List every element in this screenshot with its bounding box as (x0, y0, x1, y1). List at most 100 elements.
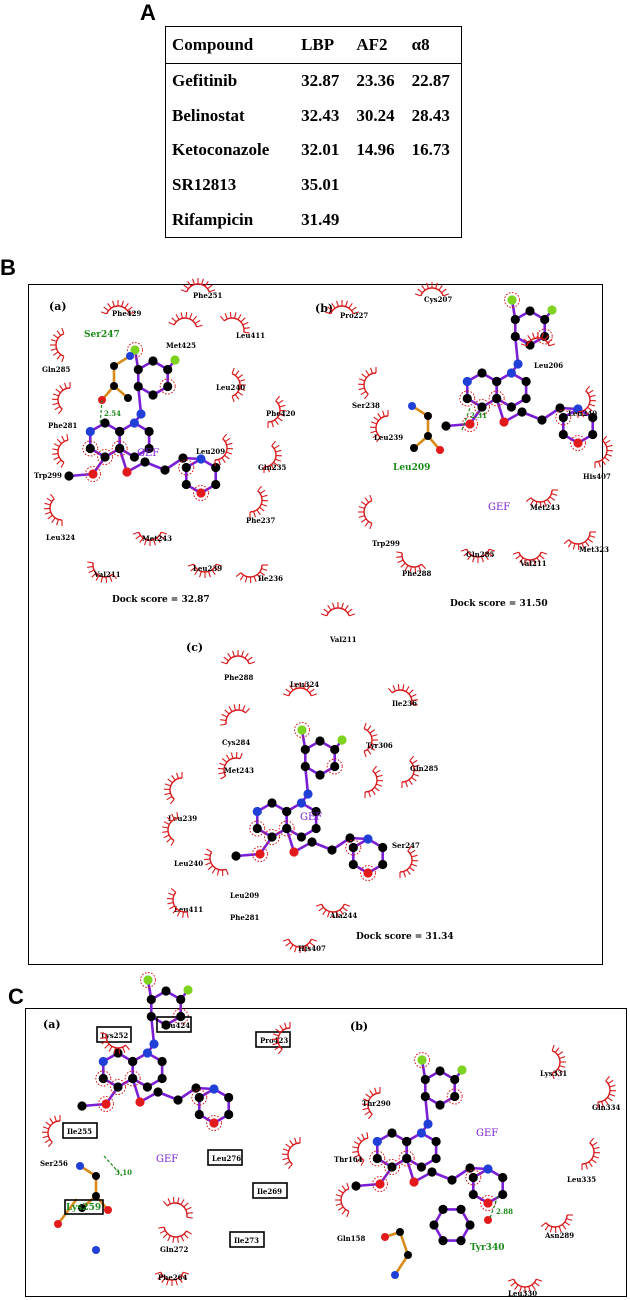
contact-arc (330, 305, 354, 315)
contact-spoke (364, 1110, 371, 1116)
residue-label: Leu411 (236, 331, 265, 340)
contact-spoke (58, 408, 63, 415)
atom-c (133, 381, 143, 392)
contact-spoke (171, 317, 177, 323)
contact-spoke (220, 775, 226, 780)
contact-spoke (218, 772, 225, 775)
contact-spoke (53, 456, 60, 461)
contact-spoke (234, 370, 240, 376)
contact-spoke (103, 306, 109, 312)
atom-c (447, 1175, 457, 1185)
contact-arc (568, 531, 591, 545)
hydrogen-bond (99, 399, 103, 426)
atom-c (330, 761, 340, 772)
atom-c (468, 1189, 478, 1200)
contact-spoke (129, 311, 136, 315)
atom-c (588, 429, 598, 440)
contact-spoke (187, 280, 192, 287)
atom-c (128, 1056, 138, 1067)
contact-spoke (549, 496, 556, 501)
table-cell: 30.24 (356, 105, 395, 125)
contact-spoke (544, 1224, 550, 1231)
atom-c (387, 1162, 397, 1172)
residue-label: His407 (583, 472, 611, 481)
hydrophobic-contact (267, 395, 287, 428)
residue-box (229, 1231, 265, 1248)
contact-halo (178, 459, 195, 476)
contact-spoke (323, 608, 329, 614)
residue-box (62, 1122, 98, 1139)
contact-spoke (584, 409, 589, 416)
atom-c (506, 402, 516, 412)
atom-c (211, 479, 221, 490)
panel-letter-c: C (8, 984, 24, 1009)
hydrophobic-contact (214, 433, 234, 466)
atom-c (113, 1082, 123, 1092)
atom-c (315, 770, 325, 780)
table-row: SR12813 35.01 (166, 168, 462, 203)
contact-spoke (341, 602, 344, 609)
contact-spoke (60, 462, 65, 468)
contact-spoke (153, 539, 156, 546)
atom-c (176, 994, 186, 1005)
contact-spoke (50, 339, 57, 342)
contact-spoke (551, 1044, 555, 1051)
atom-c (124, 394, 132, 402)
contact-spoke (408, 689, 414, 695)
subpanel-label: (b) (350, 1020, 368, 1033)
contact-arc (138, 531, 162, 541)
residue-label: Trp299 (372, 539, 400, 548)
contact-spoke (358, 515, 365, 518)
contact-spoke (554, 1047, 560, 1053)
contact-spoke (118, 1047, 121, 1054)
atom-c (427, 1167, 437, 1177)
contact-spoke (175, 314, 180, 320)
atom-c (153, 1087, 163, 1097)
contact-spoke (591, 1158, 597, 1164)
atom-n (363, 834, 373, 844)
contact-spoke (207, 284, 213, 290)
contact-arc (597, 1080, 611, 1103)
atom-f (457, 1065, 467, 1075)
hydrophobic-contact (154, 1271, 190, 1286)
atom-n (372, 1136, 382, 1147)
contact-spoke (275, 458, 282, 462)
contact-spoke (231, 367, 235, 374)
contact-arc (47, 1120, 61, 1143)
contact-spoke (216, 869, 220, 876)
atom-n (126, 352, 134, 360)
residue-label: Gln285 (410, 764, 438, 773)
contact-spoke (209, 289, 216, 293)
contact-spoke (242, 705, 246, 712)
contact-spoke (405, 781, 408, 788)
contact-spoke (366, 749, 372, 755)
contact-spoke (183, 284, 189, 290)
ligand-label: GEF (300, 812, 322, 823)
residue-label: Leu335 (567, 1175, 596, 1184)
contact-spoke (218, 767, 225, 770)
contact-spoke (589, 394, 596, 398)
contact-halo (191, 1089, 208, 1106)
contact-spoke (163, 821, 170, 825)
contact-spoke (168, 892, 175, 896)
residue-label: Leu206 (534, 361, 563, 370)
contact-arc (581, 1142, 595, 1165)
atom-c (378, 842, 388, 853)
column-header: Compound (165, 26, 296, 64)
contact-spoke (609, 1084, 616, 1088)
contact-spoke (273, 461, 279, 467)
contact-halo (98, 1096, 114, 1112)
contact-arc (267, 400, 281, 423)
contact-arc (420, 287, 444, 297)
hbond-distance: 2.31 (470, 411, 487, 420)
contact-arc (214, 438, 228, 461)
atom-n (76, 1162, 84, 1170)
contact-spoke (66, 434, 69, 441)
contact-spoke (233, 704, 236, 711)
contact-arc (288, 687, 312, 697)
contact-spoke (61, 327, 65, 334)
contact-spoke (243, 327, 250, 329)
contact-spoke (49, 1117, 54, 1124)
atom-c (416, 1162, 426, 1172)
contact-spoke (227, 652, 232, 659)
